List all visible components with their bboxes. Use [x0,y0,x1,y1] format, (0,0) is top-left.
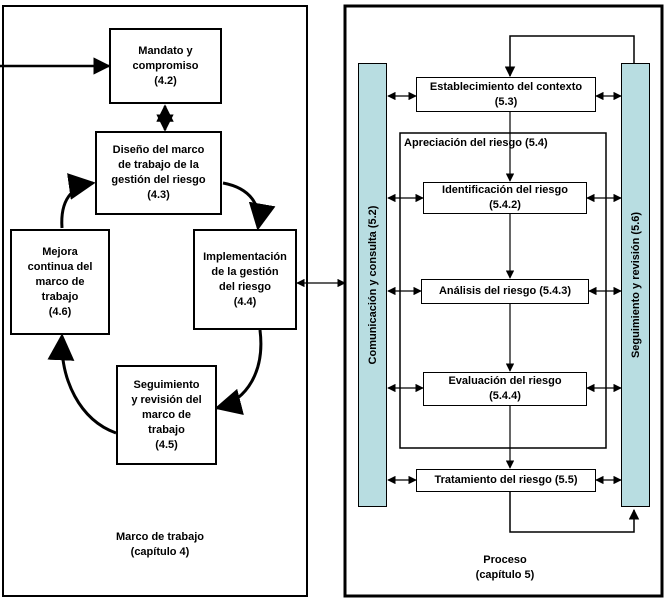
communication-label: Comunicación y consulta (5.2) [366,205,379,365]
monitoring-loop-bottom [509,492,640,533]
communication-bar: Comunicación y consulta (5.2) [358,63,387,507]
identification-ref: (5.4.2) [489,199,521,211]
treatment-box: Tratamiento del riesgo (5.5) [416,469,596,492]
mandate-box: Mandato y compromiso (4.2) [109,28,222,104]
implementation-monitoring-arrow [214,329,263,415]
process-frame [343,4,664,598]
improvement-design-arrow [60,173,96,229]
mandate-ref: (4.2) [154,74,177,87]
monitoring-ref: (4.5) [155,438,178,451]
identification-title: Identificación del riesgo [442,184,568,196]
treatment-title: Tratamiento del riesgo (5.5) [434,474,578,486]
process-caption: Proceso (capítulo 5) [475,554,535,581]
monitoring-bar: Seguimiento y revisión (5.6) [621,63,650,507]
monitoring-title: Seguimiento y revisión del marco de trab… [131,378,202,436]
evaluation-box: Evaluación del riesgo (5.4.4) [423,372,587,406]
context-ref: (5.3) [494,95,518,108]
design-ref: (4.3) [147,189,170,201]
framework-frame [2,5,308,597]
implementation-box: Implementación de la gestión del riesgo … [193,229,297,330]
improvement-box: Mejora continua del marco de trabajo (4.… [10,229,110,335]
implementation-title: Implementación de la gestión del riesgo [203,250,287,293]
monitoring-improvement-arrow [47,333,117,435]
framework-caption: Marco de trabajo (capítulo 4) [115,531,205,558]
design-title: Diseño del marco de trabajo de la gestió… [111,144,206,186]
evaluation-ref: (5.4.4) [489,390,521,402]
improvement-ref: (4.6) [48,305,72,318]
evaluation-title: Evaluación del riesgo [448,375,562,387]
analysis-title: Análisis del riesgo (5.4.3) [438,285,572,297]
process-monitoring-label: Seguimiento y revisión (5.6) [629,211,642,359]
improvement-title: Mejora continua del marco de trabajo [27,245,93,303]
mandate-title: Mandato y compromiso [132,44,199,72]
design-box: Diseño del marco de trabajo de la gestió… [95,131,222,215]
context-title: Establecimiento del contexto [429,80,583,93]
assessment-title: Apreciación del riesgo (5.4) [404,137,548,149]
monitoring-loop-top [504,35,635,78]
analysis-box: Análisis del riesgo (5.4.3) [421,279,589,304]
implementation-ref: (4.4) [233,295,257,308]
design-implementation-arrow [222,181,276,231]
context-box: Establecimiento del contexto (5.3) [416,77,596,112]
monitoring-box: Seguimiento y revisión del marco de trab… [116,365,217,465]
identification-box: Identificación del riesgo (5.4.2) [423,182,587,214]
